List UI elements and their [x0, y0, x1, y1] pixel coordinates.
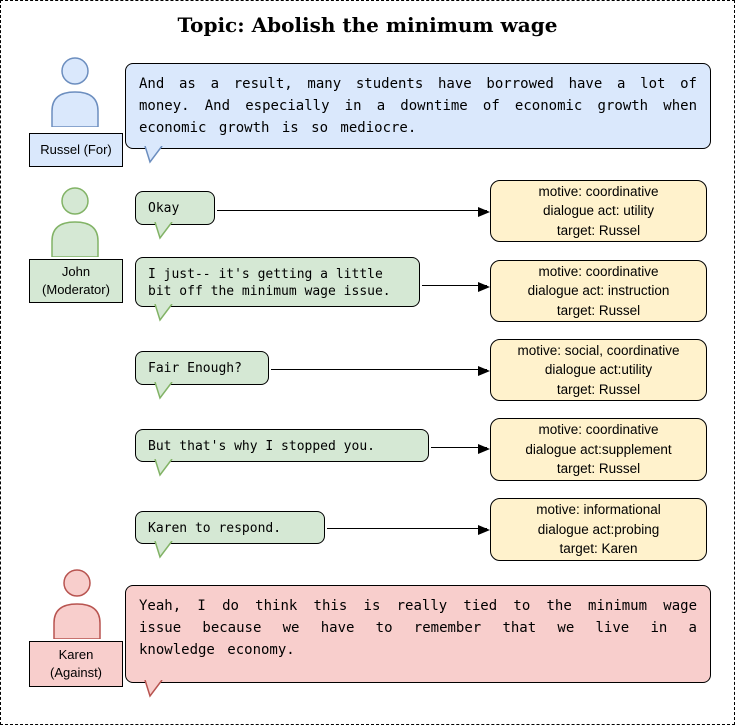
- russel-speech-bubble: And as a result, many students have borr…: [125, 63, 711, 164]
- person-icon: [53, 569, 101, 640]
- arrow-connector-4: [431, 443, 490, 454]
- karen-message: Yeah, I do think this is really tied to …: [139, 598, 697, 659]
- karen-label: Karen (Against): [29, 641, 123, 687]
- topic-title: Topic: Abolish the minimum wage: [177, 13, 558, 37]
- speech-tail-icon: [154, 541, 173, 559]
- annotation-box-5: motive: informational dialogue act:probi…: [490, 498, 707, 561]
- speech-tail-icon: [154, 304, 173, 322]
- arrowhead-icon: [478, 281, 490, 292]
- speech-tail-icon: [144, 146, 163, 164]
- annotation-box-1: motive: coordinative dialogue act: utili…: [490, 180, 707, 242]
- russel-label: Russel (For): [29, 133, 123, 167]
- arrowhead-icon: [478, 206, 490, 217]
- arrow-connector-2: [422, 281, 490, 292]
- john-label: John (Moderator): [29, 259, 123, 303]
- speech-tail-icon: [154, 382, 173, 400]
- john-message-4: But that's why I stopped you.: [148, 439, 375, 454]
- john-message-1: Okay: [148, 201, 180, 216]
- arrowhead-icon: [478, 443, 490, 454]
- john-speech-bubble-5: Karen to respond.: [135, 511, 325, 559]
- speech-tail-icon: [154, 459, 173, 477]
- annotation-box-3: motive: social, coordinative dialogue ac…: [490, 339, 707, 401]
- john-message-3: Fair Enough?: [148, 361, 242, 376]
- john-message-2: I just-- it's getting a little bit off t…: [148, 267, 391, 300]
- john-message-5: Karen to respond.: [148, 521, 282, 536]
- speech-tail-icon: [154, 222, 173, 240]
- annotation-box-2: motive: coordinative dialogue act: instr…: [490, 260, 707, 322]
- speech-tail-icon: [144, 680, 163, 698]
- john-speech-bubble-1: Okay: [135, 191, 215, 240]
- annotation-box-4: motive: coordinative dialogue act:supple…: [490, 418, 707, 481]
- arrowhead-icon: [478, 365, 490, 376]
- person-icon: [51, 57, 99, 128]
- arrow-connector-3: [271, 365, 490, 376]
- russel-avatar: [45, 55, 105, 132]
- person-icon: [51, 187, 99, 258]
- john-speech-bubble-3: Fair Enough?: [135, 351, 269, 400]
- john-speech-bubble-2: I just-- it's getting a little bit off t…: [135, 257, 420, 322]
- arrow-connector-1: [217, 206, 490, 217]
- russel-message: And as a result, many students have borr…: [139, 76, 697, 137]
- karen-speech-bubble: Yeah, I do think this is really tied to …: [125, 585, 711, 698]
- karen-avatar: [47, 567, 107, 644]
- john-speech-bubble-4: But that's why I stopped you.: [135, 429, 429, 477]
- arrowhead-icon: [478, 524, 490, 535]
- arrow-connector-5: [327, 524, 490, 535]
- john-avatar: [45, 185, 105, 262]
